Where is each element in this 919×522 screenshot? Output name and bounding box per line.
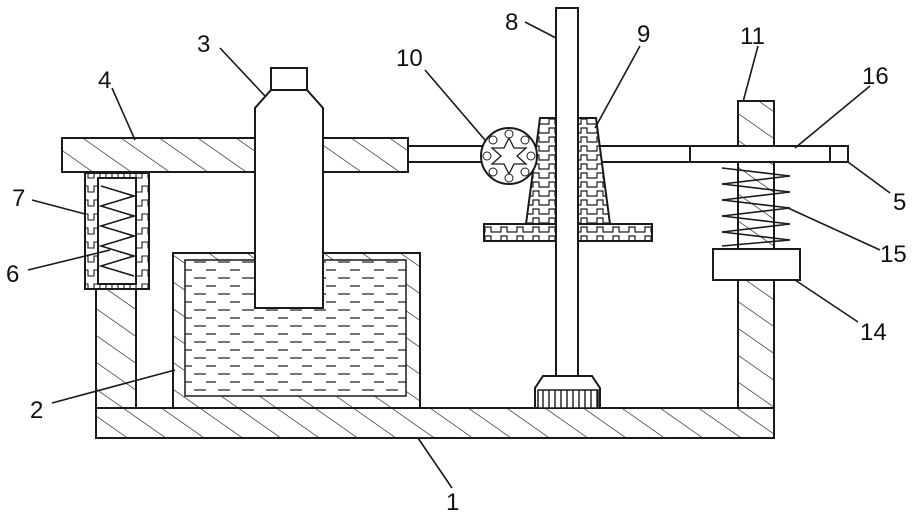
bottle xyxy=(255,68,323,308)
label-15: 15 xyxy=(880,241,907,268)
horizontal-arm xyxy=(62,138,408,172)
label-5: 5 xyxy=(893,189,906,216)
shaft-brush xyxy=(535,376,600,408)
label-10: 10 xyxy=(396,45,423,72)
label-2: 2 xyxy=(30,397,43,424)
slider-block xyxy=(713,249,800,280)
right-column-top xyxy=(738,101,774,146)
label-14: 14 xyxy=(860,319,887,346)
label-3: 3 xyxy=(197,31,210,58)
label-8: 8 xyxy=(505,9,518,36)
gear xyxy=(481,128,537,184)
label-6: 6 xyxy=(6,261,19,288)
label-1: 1 xyxy=(446,489,459,516)
label-16: 16 xyxy=(862,63,889,90)
label-9: 9 xyxy=(637,21,650,48)
label-7: 7 xyxy=(12,185,25,212)
label-11: 11 xyxy=(740,23,765,50)
vertical-shaft xyxy=(556,8,578,380)
label-4: 4 xyxy=(98,67,111,94)
horizontal-rod xyxy=(408,146,848,162)
left-spring-housing xyxy=(85,173,149,289)
